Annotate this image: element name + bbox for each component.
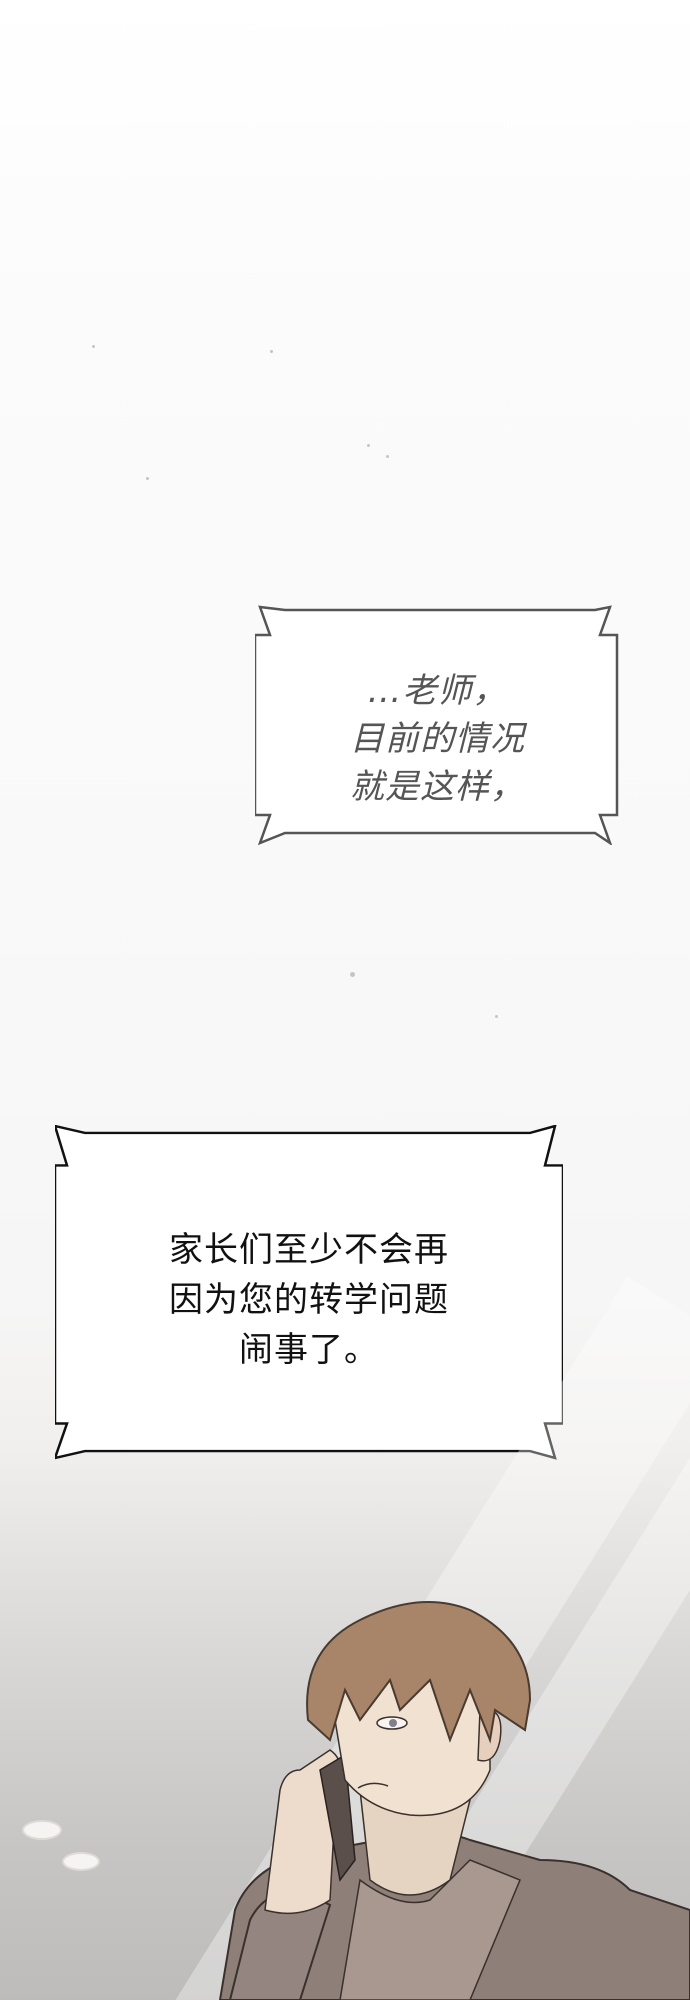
caption-line: 就是这样， [350, 767, 525, 807]
caption-line: 因为您的转学问题 [169, 1280, 449, 1320]
jagged-frame-icon [255, 605, 619, 845]
dust-speck [350, 972, 355, 977]
dust-speck [270, 350, 273, 353]
ceiling-light-icon [22, 1820, 62, 1840]
dust-speck [495, 1015, 498, 1018]
caption-line: 闹事了。 [239, 1330, 379, 1370]
caption-text-2: 家长们至少不会再 因为您的转学问题 闹事了。 [55, 1225, 563, 1375]
dust-speck [146, 477, 149, 480]
man-on-phone-icon [218, 1601, 690, 2000]
caption-box-1: …老师， 目前的情况 就是这样， [255, 605, 620, 845]
caption-line: 家长们至少不会再 [169, 1230, 449, 1270]
caption-line: 目前的情况 [350, 719, 525, 759]
caption-box-2: 家长们至少不会再 因为您的转学问题 闹事了。 [55, 1125, 563, 1460]
character-illustration [0, 1276, 690, 2000]
dust-speck [92, 345, 95, 348]
caption-text-1: …老师， 目前的情况 就是这样， [255, 667, 620, 811]
dust-speck [367, 444, 370, 447]
ceiling-light-icon [62, 1852, 100, 1871]
jagged-frame-icon [55, 1125, 563, 1460]
caption-line: …老师， [367, 671, 508, 711]
dust-speck [386, 455, 389, 458]
